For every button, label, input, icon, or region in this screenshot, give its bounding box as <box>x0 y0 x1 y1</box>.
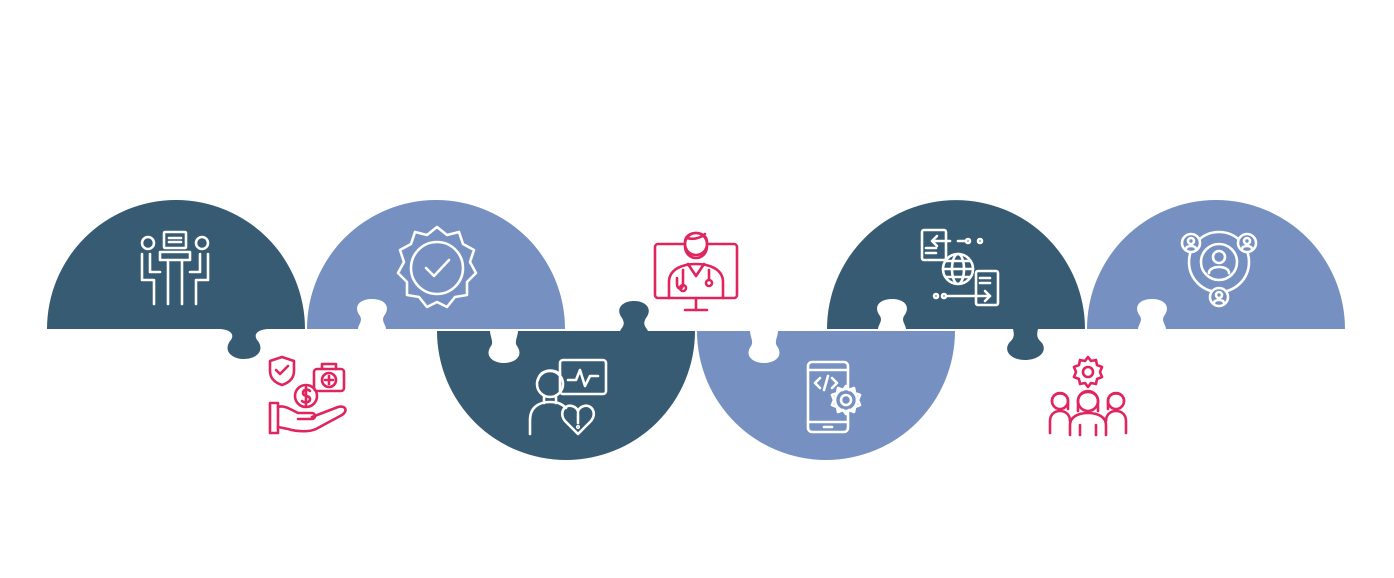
health-insurance-icon <box>268 355 347 435</box>
puzzle-piece-top-4 <box>1087 200 1345 329</box>
puzzle-piece-top-2 <box>307 200 565 329</box>
user-network-icon <box>1180 230 1258 308</box>
mobile-app-development-icon <box>806 360 862 434</box>
puzzle-piece-top-3 <box>827 200 1085 329</box>
team-settings-icon <box>1048 355 1128 437</box>
data-exchange-globe-icon <box>920 228 1000 307</box>
quality-badge-icon <box>396 225 478 309</box>
telemedicine-doctor-icon <box>653 231 739 312</box>
puzzle-piece-bottom-1 <box>437 301 695 460</box>
puzzle-tab-top-3 <box>1007 329 1044 360</box>
puzzle-piece-bottom-2 <box>697 331 955 460</box>
patient-heart-monitor-icon <box>528 358 608 436</box>
puzzle-piece-top-1 <box>47 200 305 359</box>
meeting-at-desk-icon <box>140 230 210 306</box>
